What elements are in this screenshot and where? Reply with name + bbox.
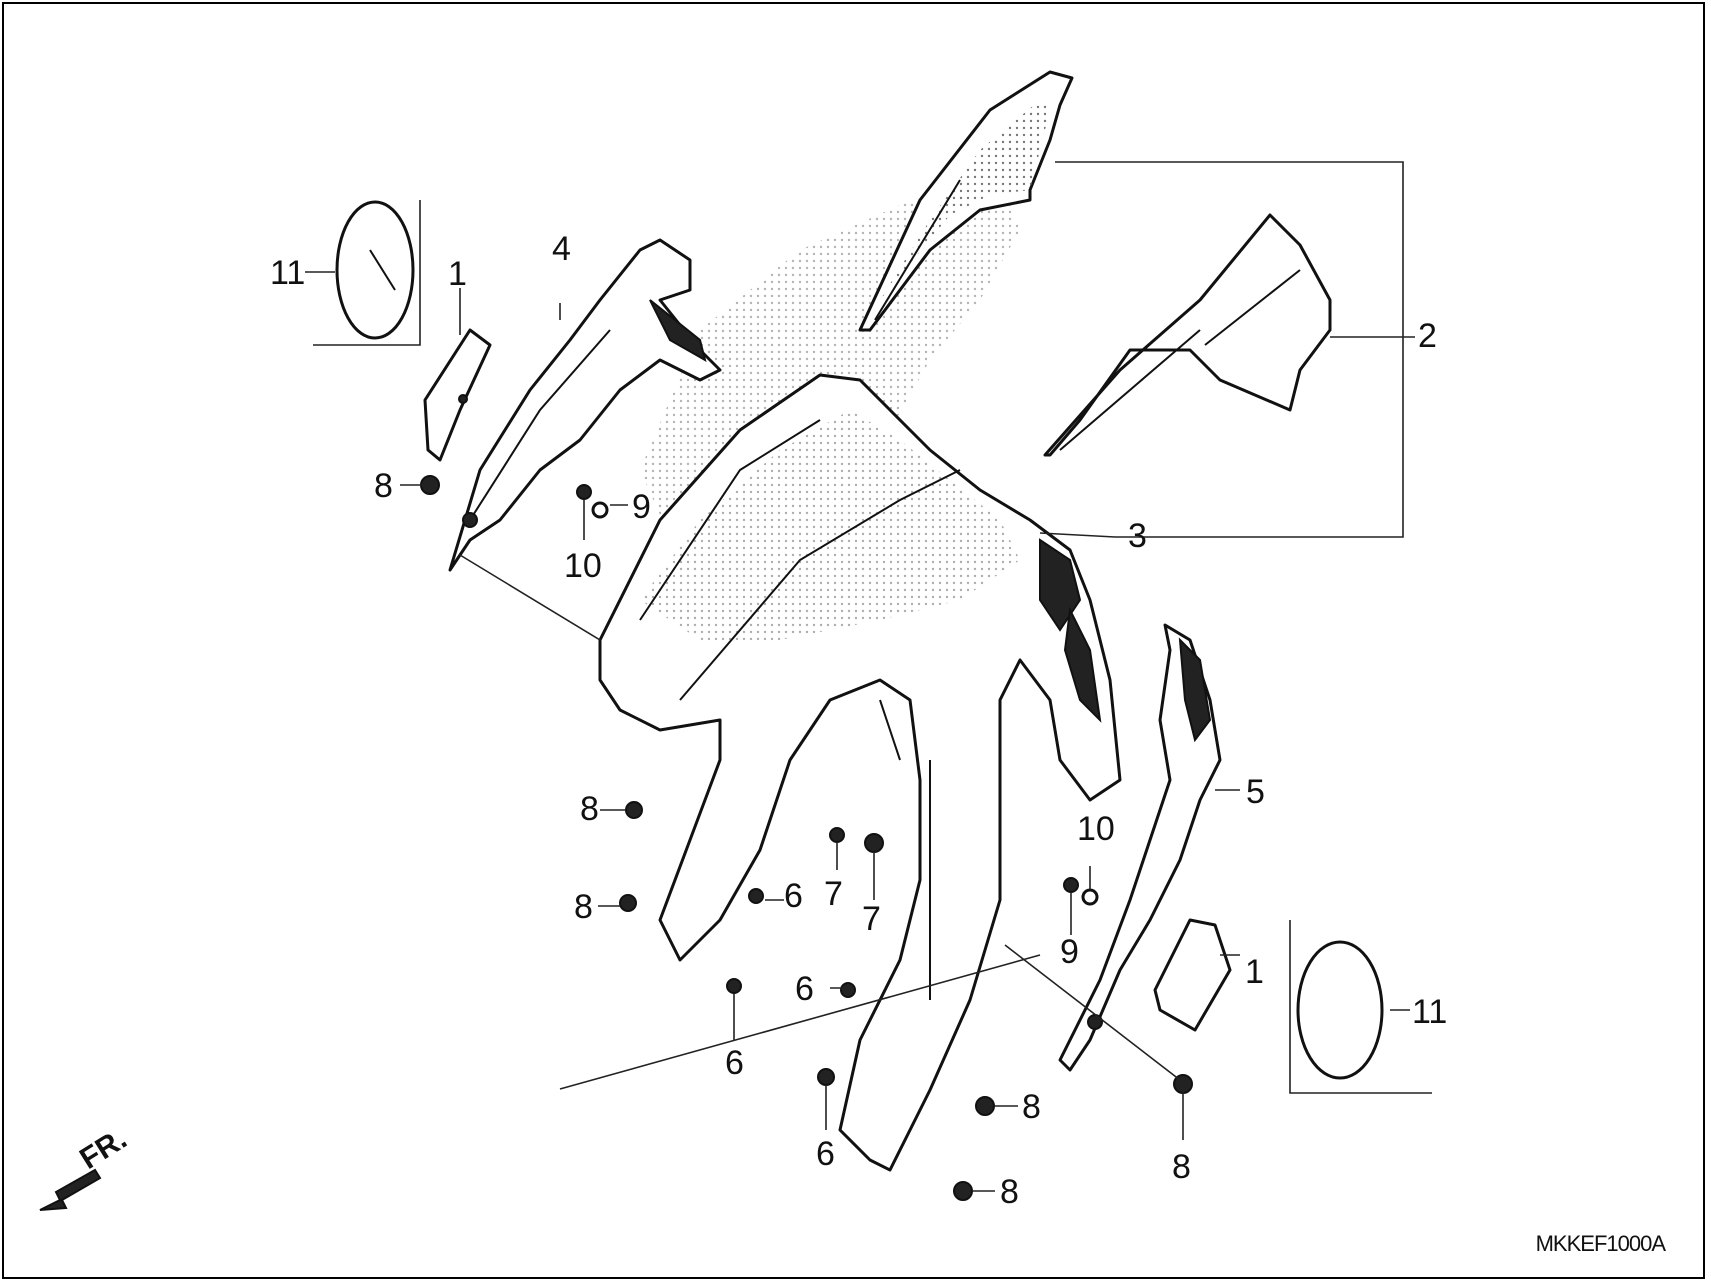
callout-6c: 6 [795, 970, 814, 1008]
callout-9a: 9 [632, 488, 651, 526]
callout-10a: 10 [564, 547, 602, 585]
callout-1b: 1 [1245, 953, 1264, 991]
callout-11b: 11 [1412, 993, 1447, 1031]
callout-8f: 8 [1172, 1148, 1191, 1186]
callout-3: 3 [1128, 517, 1147, 555]
part-1-pad-left [423, 328, 492, 462]
part-4-inner-panel-left [448, 238, 722, 572]
callout-2: 2 [1418, 317, 1437, 355]
part-screen-upper [858, 70, 1074, 332]
fasteners [420, 475, 1193, 1201]
callout-8a: 8 [374, 467, 393, 505]
callout-6d: 6 [816, 1135, 835, 1173]
callout-6b: 6 [725, 1044, 744, 1082]
front-direction-arrow: FR. [39, 1122, 133, 1211]
part-1-pad-right [1153, 918, 1232, 1032]
callout-7b: 7 [862, 900, 881, 938]
callout-4: 4 [552, 230, 571, 268]
callout-8e: 8 [1000, 1173, 1019, 1211]
part-2-cowl-panel [1043, 213, 1332, 457]
fr-label: FR. [74, 1122, 132, 1176]
diagram-code: MKKEF1000A [1535, 1231, 1666, 1256]
callout-1a: 1 [448, 255, 467, 293]
callout-8c: 8 [574, 888, 593, 926]
callout-7a: 7 [824, 875, 843, 913]
part-11-emblem-right [1289, 920, 1432, 1094]
callout-5: 5 [1246, 773, 1265, 811]
callout-11a: 11 [270, 254, 305, 292]
callout-10b: 10 [1077, 810, 1115, 848]
callout-9b: 9 [1060, 933, 1079, 971]
callout-6a: 6 [784, 877, 803, 915]
part-3-front-cowl [598, 373, 1122, 1172]
callout-8d: 8 [1022, 1088, 1041, 1126]
part-5-inner-panel-right [1058, 623, 1222, 1072]
part-11-emblem-left [313, 200, 421, 346]
callout-8b: 8 [580, 790, 599, 828]
leader-lines [305, 161, 1415, 1192]
callout-labels: 1 1 2 3 4 5 6 6 6 6 7 7 8 8 8 8 8 8 9 9 … [270, 230, 1447, 1211]
